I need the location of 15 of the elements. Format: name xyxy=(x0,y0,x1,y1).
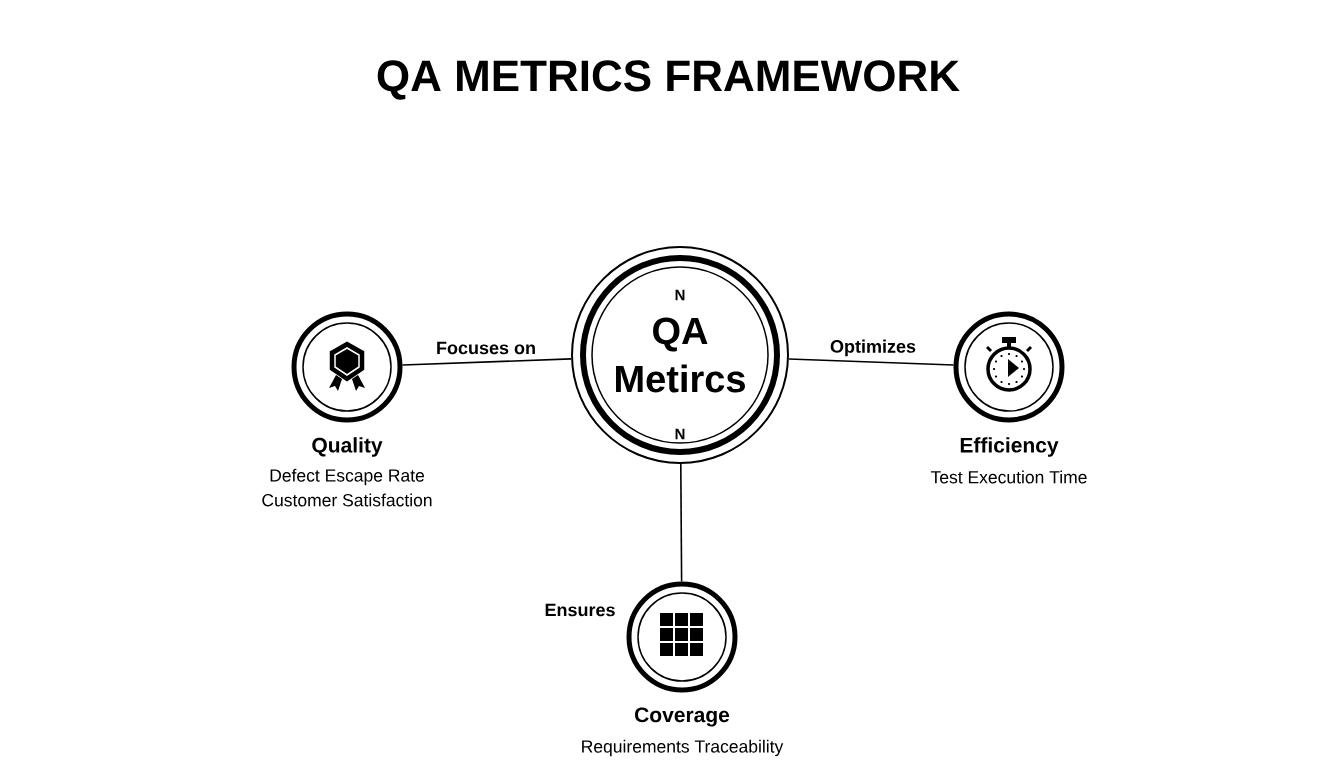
connector-line xyxy=(680,463,683,583)
metric-description: Customer Satisfaction xyxy=(262,493,432,507)
compass-letter: N xyxy=(675,289,685,301)
metric-description: Requirements Traceability xyxy=(582,739,784,757)
metric-description: Defect Escape Rate xyxy=(270,468,424,486)
metric-name: Efficiency xyxy=(960,437,1059,457)
metric-name: Quality xyxy=(312,437,383,457)
metric-description: Test Execution Time xyxy=(930,470,1087,484)
compass-letter: N xyxy=(675,428,685,440)
edge-label: Optimizes xyxy=(828,337,918,359)
metric-name: Coverage xyxy=(635,707,730,727)
title: QA METRICS FRAMEWORK xyxy=(377,60,960,100)
connector-line xyxy=(788,358,955,366)
hub-title: QA Metircs xyxy=(616,317,745,393)
connector-line xyxy=(401,358,572,366)
